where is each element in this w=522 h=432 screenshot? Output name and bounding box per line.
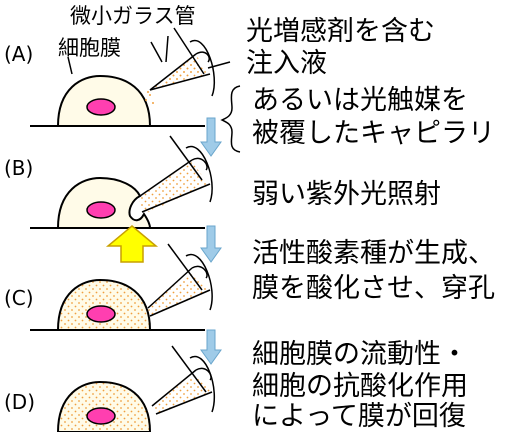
- nucleus: [86, 98, 116, 116]
- step-a-text-4: 被覆したキャピラリ: [252, 118, 495, 149]
- arrow-down-bc: [200, 225, 222, 263]
- step-a-text-2: 注入液: [246, 48, 327, 79]
- label-cell-membrane: 細胞膜: [58, 36, 121, 60]
- brace: [220, 85, 241, 153]
- step-a-text-3: あるいは光触媒を: [252, 85, 468, 116]
- label-panel-d: (D): [4, 390, 36, 414]
- step-b-text-1: 弱い紫外光照射: [252, 179, 441, 210]
- nucleus: [86, 407, 116, 425]
- capillary-pointer: [150, 41, 163, 63]
- solution-pointer: [207, 61, 231, 69]
- nucleus: [86, 305, 116, 323]
- cell-body: [56, 380, 152, 432]
- capillary-outer: [189, 39, 216, 97]
- step-d-text-2: 細胞の抗酸化作用: [252, 371, 468, 402]
- membrane-pointer: [67, 56, 73, 75]
- panel-b-drawing: [30, 135, 213, 263]
- label-panel-b: (B): [4, 156, 34, 180]
- panel-d-drawing: [56, 345, 216, 432]
- label-glass-capillary: 微小ガラス管: [70, 4, 196, 28]
- step-a-text-1: 光増感剤を含む: [246, 16, 435, 47]
- panel-c-drawing: [30, 243, 213, 331]
- cell-body: [56, 278, 152, 331]
- uv-arrow: [105, 225, 159, 263]
- step-c-text-1: 活性酸素種が生成、: [252, 238, 495, 269]
- panel-a-drawing: [30, 27, 231, 127]
- label-panel-a: (A): [4, 42, 34, 66]
- label-panel-c: (C): [4, 286, 34, 310]
- nucleus: [86, 201, 116, 219]
- arrow-down-cd: [200, 329, 222, 365]
- step-d-text-3: によって膜が回復: [252, 401, 466, 432]
- step-c-text-2: 膜を酸化させ、穿孔: [252, 273, 495, 304]
- step-d-text-1: 細胞膜の流動性・: [252, 339, 468, 370]
- arrow-down-ab: [200, 117, 222, 157]
